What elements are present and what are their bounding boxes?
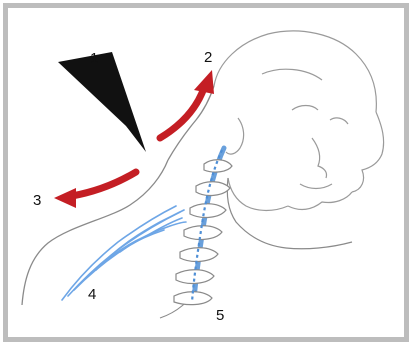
label-1: 1 xyxy=(90,51,98,66)
label-4: 4 xyxy=(88,287,96,302)
extension-arrow xyxy=(72,172,136,196)
extension-arrowhead xyxy=(54,188,76,208)
cervical-spine xyxy=(174,148,232,305)
label-2: 2 xyxy=(204,50,212,65)
neck-muscle-fibers xyxy=(62,206,186,300)
label-3: 3 xyxy=(33,193,41,208)
motion-arrows xyxy=(54,70,214,208)
impact-force-arrowhead xyxy=(58,52,146,152)
head-sketch xyxy=(214,31,384,211)
neck-back-outline xyxy=(168,86,214,160)
neck-front-outline xyxy=(227,178,352,249)
shoulder-outline xyxy=(22,160,168,305)
label-5: 5 xyxy=(216,308,224,323)
flexion-arrowhead xyxy=(194,70,214,94)
flexion-arrow xyxy=(160,88,204,138)
